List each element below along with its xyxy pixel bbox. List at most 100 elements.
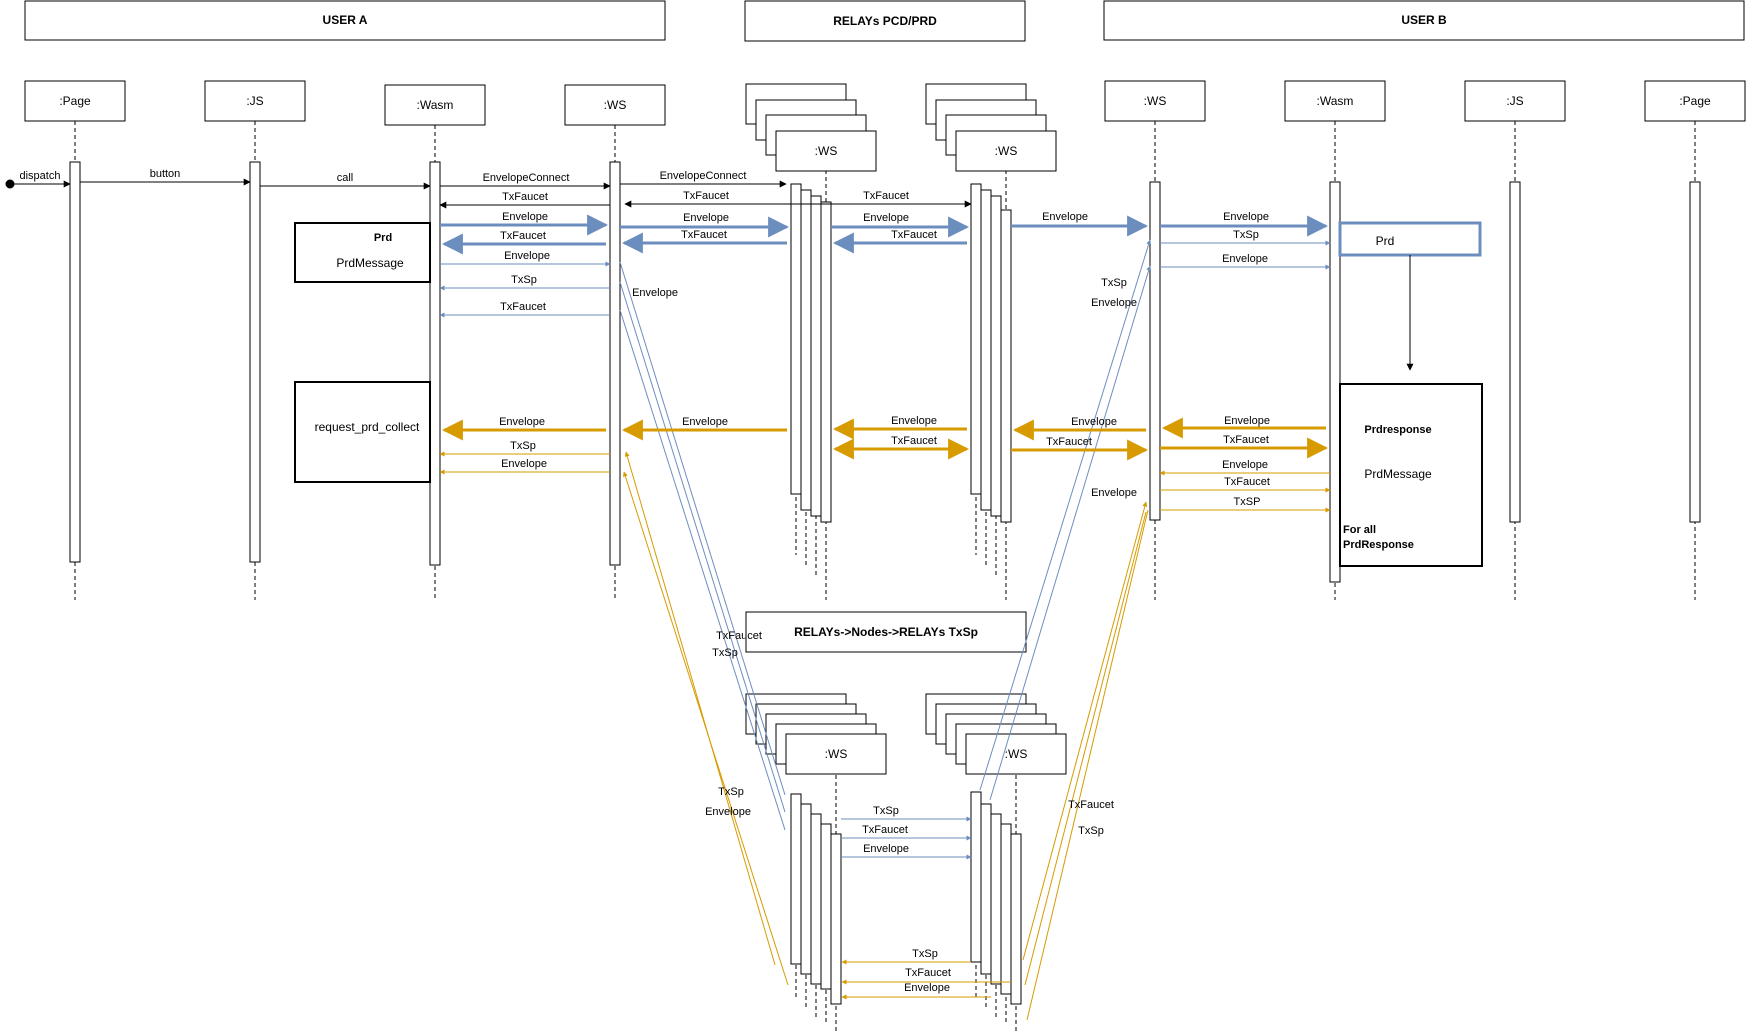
- msg-txsp-1: TxSp: [511, 274, 537, 286]
- msg-call: call: [337, 172, 354, 184]
- participant-wasm-b-label: :Wasm: [1317, 94, 1354, 108]
- msg-envelope-20: Envelope: [904, 982, 950, 994]
- orange-thin-labels: TxSp Envelope Envelope TxFaucet TxSP Env…: [501, 440, 1270, 994]
- lower-relay-stack-right: :WS: [925, 693, 1067, 775]
- msg-txfaucet-relay-a: TxFaucet: [683, 190, 729, 202]
- msg-envelope-8: Envelope: [1222, 253, 1268, 265]
- request-prd-collect-label: request_prd_collect: [315, 420, 420, 434]
- participant-js-a: :JS: [204, 80, 306, 122]
- msg-txfaucet-10: TxFaucet: [1224, 476, 1270, 488]
- participant-page-b: :Page: [1644, 80, 1746, 122]
- msg-txfaucet-7: TxFaucet: [891, 435, 937, 447]
- msg-button: button: [150, 168, 181, 180]
- request-prd-collect-box: request_prd_collect: [294, 381, 431, 483]
- msg-envelope-3: Envelope: [863, 212, 909, 224]
- msg-envelope-19: Envelope: [705, 806, 751, 818]
- msg-txfaucet-12: TxFaucet: [905, 967, 951, 979]
- msg-txfaucet-6: TxFaucet: [862, 824, 908, 836]
- msg-envelope-18: Envelope: [1091, 487, 1137, 499]
- participant-page-a: :Page: [24, 80, 126, 122]
- msg-envelope-17: Envelope: [1222, 459, 1268, 471]
- msg-envelope-16: Envelope: [501, 458, 547, 470]
- msg-envelope-11: Envelope: [499, 416, 545, 428]
- prd-response-message: PrdMessage: [1364, 467, 1432, 481]
- orange-thin-messages: [439, 451, 1331, 1021]
- prd-box-b: Prd: [1338, 221, 1482, 371]
- lower-relay-stack-left: :WS: [745, 693, 887, 775]
- msg-envelope-10: Envelope: [863, 843, 909, 855]
- participant-ws-b: :WS: [1104, 80, 1206, 122]
- relay-ws-right-label: :WS: [995, 144, 1018, 158]
- blue-thin-labels: Envelope TxSp TxFaucet Envelope TxSp Env…: [500, 229, 1268, 855]
- msg-txfaucet-3: TxFaucet: [891, 229, 937, 241]
- msg-txsp-5: TxSp: [873, 805, 899, 817]
- group-relays: RELAYs PCD/PRD: [744, 0, 1026, 42]
- prd-box-a: Prd PrdMessage: [294, 222, 431, 283]
- prd-response-for-all-2: PrdResponse: [1343, 539, 1414, 551]
- group-relays-nodes: RELAYs->Nodes->RELAYs TxSp: [745, 611, 1027, 653]
- msg-txfaucet-4: TxFaucet: [500, 301, 546, 313]
- participant-ws-a: :WS: [564, 84, 666, 126]
- participant-wasm-a-label: :Wasm: [417, 98, 454, 112]
- blue-thick-messages: [440, 214, 1329, 255]
- msg-envelope-7: Envelope: [632, 287, 678, 299]
- participant-js-b: :JS: [1464, 80, 1566, 122]
- msg-txsp-6: TxSp: [510, 440, 536, 452]
- msg-envelope-12: Envelope: [682, 416, 728, 428]
- relay-stack-left: :WS: [745, 83, 877, 172]
- msg-envelope-14: Envelope: [1071, 416, 1117, 428]
- participant-ws-b-label: :WS: [1144, 94, 1167, 108]
- msg-txfaucet-9: TxFaucet: [1223, 434, 1269, 446]
- msg-txsp-9: TxSp: [912, 948, 938, 960]
- group-user-a-label: USER A: [323, 13, 368, 27]
- prd-box-a-message: PrdMessage: [336, 256, 404, 270]
- prd-box-b-title: Prd: [1376, 234, 1395, 248]
- participant-js-a-label: :JS: [246, 94, 263, 108]
- msg-txfaucet-a: TxFaucet: [502, 191, 548, 203]
- prd-response-box: Prdresponse PrdMessage For all PrdRespon…: [1339, 383, 1483, 567]
- prd-box-a-title: Prd: [374, 232, 392, 244]
- lower-relay-ws-right-label: :WS: [1005, 747, 1028, 761]
- msg-txsp-8: TxSp: [1078, 825, 1104, 837]
- group-user-a: USER A: [24, 0, 666, 41]
- participant-ws-a-label: :WS: [604, 98, 627, 112]
- participant-page-a-label: :Page: [59, 94, 91, 108]
- blue-thin-messages: [439, 239, 1331, 860]
- msg-txfaucet-5: TxFaucet: [716, 630, 762, 642]
- msg-txfaucet-11: TxFaucet: [1068, 799, 1114, 811]
- black-message-labels: dispatch button call EnvelopeConnect TxF…: [20, 168, 909, 203]
- msg-txfaucet-relay-b: TxFaucet: [863, 190, 909, 202]
- participant-wasm-a: :Wasm: [384, 84, 486, 126]
- msg-txsp-4: TxSp: [712, 647, 738, 659]
- activation-bars: [69, 161, 1701, 1005]
- prd-response-title: Prdresponse: [1364, 424, 1431, 436]
- lower-relay-ws-left-label: :WS: [825, 747, 848, 761]
- msg-envelope-5: Envelope: [1223, 211, 1269, 223]
- msg-dispatch: dispatch: [20, 170, 61, 182]
- msg-envelope-connect-relay: EnvelopeConnect: [660, 170, 747, 182]
- participant-page-b-label: :Page: [1679, 94, 1711, 108]
- msg-envelope-connect-a: EnvelopeConnect: [483, 172, 570, 184]
- group-relays-label: RELAYs PCD/PRD: [833, 14, 937, 28]
- msg-envelope-6: Envelope: [504, 250, 550, 262]
- participant-js-b-label: :JS: [1506, 94, 1523, 108]
- group-user-b: USER B: [1103, 0, 1745, 41]
- msg-txfaucet-2: TxFaucet: [681, 229, 727, 241]
- group-relays-nodes-label: RELAYs->Nodes->RELAYs TxSp: [794, 625, 978, 639]
- relay-stack-right: :WS: [925, 83, 1057, 172]
- msg-txsp-2: TxSp: [1233, 229, 1259, 241]
- msg-envelope-9: Envelope: [1091, 297, 1137, 309]
- msg-txsp-caps: TxSP: [1234, 496, 1261, 508]
- msg-envelope-13: Envelope: [891, 415, 937, 427]
- msg-txsp-7: TxSp: [718, 786, 744, 798]
- relay-ws-left-label: :WS: [815, 144, 838, 158]
- black-messages: [5, 178, 972, 209]
- blue-thick-labels: Envelope TxFaucet Envelope TxFaucet Enve…: [500, 211, 1269, 242]
- group-user-b-label: USER B: [1401, 13, 1447, 27]
- msg-txfaucet-8: TxFaucet: [1046, 436, 1092, 448]
- msg-txfaucet-1: TxFaucet: [500, 230, 546, 242]
- orange-thick-labels: Envelope Envelope Envelope TxFaucet Enve…: [499, 415, 1270, 448]
- msg-envelope-1: Envelope: [502, 211, 548, 223]
- lifelines: [74, 121, 1696, 1034]
